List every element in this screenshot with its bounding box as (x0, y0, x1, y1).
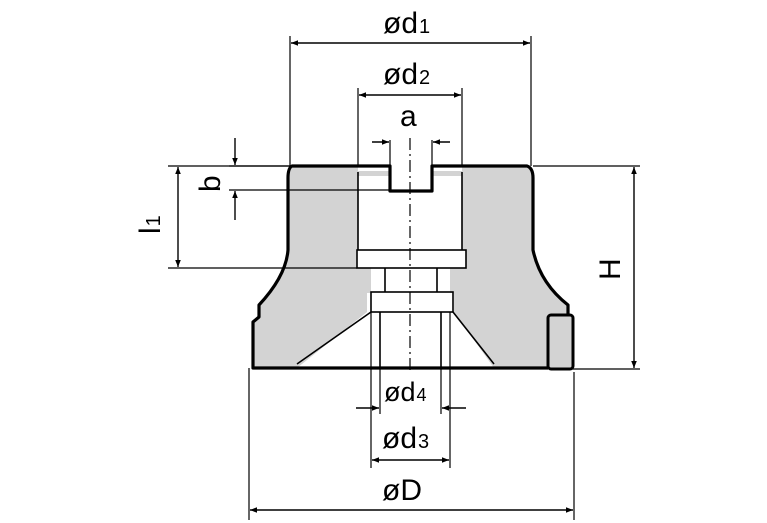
cone-flanks (296, 311, 495, 365)
outer-contour (251, 164, 548, 370)
label-d3: ød3 (382, 422, 429, 455)
counterbore-cavity (297, 268, 494, 368)
label-b: b (194, 175, 227, 192)
label-a: a (400, 100, 417, 133)
dimension-labels: ød1 ød2 a b l1 H ød4 ød3 øD (134, 7, 627, 507)
insert (546, 313, 575, 371)
label-d4: ød4 (384, 377, 427, 407)
collar-step (356, 249, 467, 269)
label-D: øD (382, 474, 422, 507)
extension-lines (168, 36, 640, 520)
label-d2: ød2 (383, 58, 430, 91)
label-d1: ød1 (383, 7, 430, 40)
counterbore-step (370, 291, 454, 313)
counterbore-walls (379, 268, 442, 368)
cutter-body (251, 138, 575, 372)
label-H: H (594, 258, 627, 280)
outer-contour-right (462, 164, 570, 315)
bore-cavity (357, 176, 466, 268)
dimension-lines (175, 40, 637, 513)
label-l1: l1 (134, 215, 167, 234)
